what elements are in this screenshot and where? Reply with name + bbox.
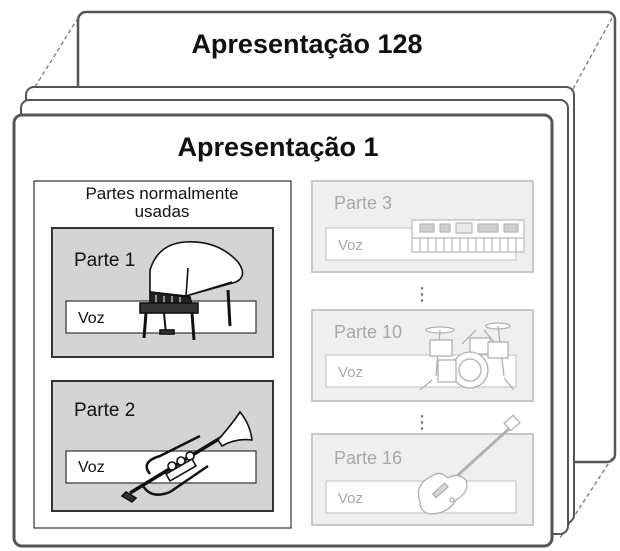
- drum-kit-icon: [419, 322, 515, 391]
- common-parts-heading-line1: Partes normalmente: [85, 184, 238, 203]
- electric-bass-icon: [417, 414, 521, 515]
- front-card-title: Apresentação 1: [177, 132, 378, 162]
- voice-label: Voz: [78, 310, 105, 327]
- voice-label: Voz: [78, 459, 105, 476]
- part-box: Parte 1 Voz: [51, 227, 274, 358]
- ellipsis: ⋮: [413, 412, 431, 432]
- grand-piano-icon: [139, 241, 244, 341]
- part-name: Parte 16: [334, 448, 402, 468]
- part-box: Parte 16 Voz: [311, 414, 534, 526]
- common-parts-heading-line2: usadas: [135, 202, 190, 221]
- voice-label: Voz: [338, 490, 363, 507]
- part-name: Parte 1: [74, 250, 135, 271]
- back-card-title: Apresentação 128: [191, 29, 422, 59]
- keyboard-synth-icon: [411, 219, 525, 253]
- trumpet-icon: [120, 410, 253, 504]
- voice-label: Voz: [338, 364, 363, 381]
- voice-label: Voz: [338, 237, 363, 254]
- part-box: Parte 10 Voz: [311, 309, 534, 402]
- ellipsis: ⋮: [413, 284, 431, 304]
- part-box: Parte 3 Voz: [311, 180, 534, 273]
- part-name: Parte 3: [334, 193, 392, 213]
- part-box: Parte 2 Voz: [51, 380, 274, 512]
- part-name: Parte 2: [74, 400, 135, 421]
- part-name: Parte 10: [334, 322, 402, 342]
